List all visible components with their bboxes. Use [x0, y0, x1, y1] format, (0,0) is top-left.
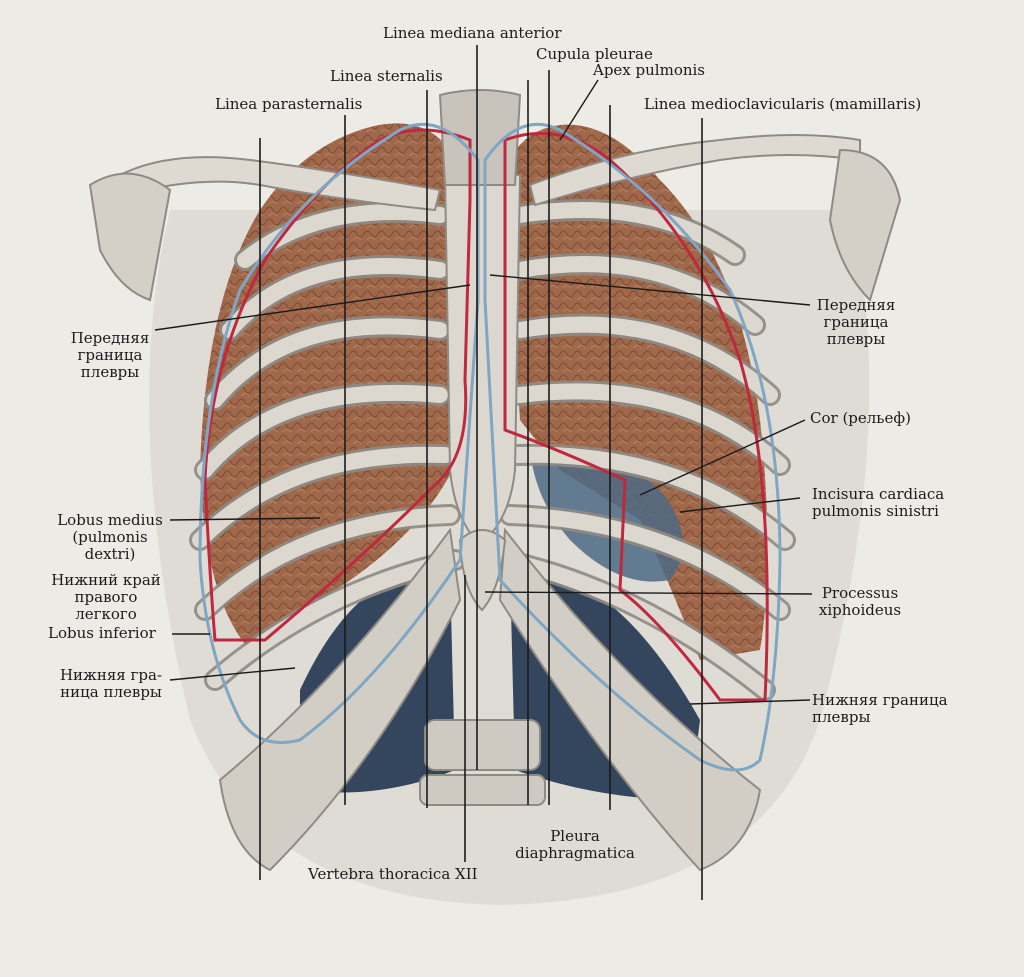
- label-line: правого: [74, 588, 138, 606]
- label-line: ница плевры: [60, 683, 162, 701]
- label-line: Нижний край: [51, 571, 161, 589]
- leader-processus: [484, 591, 813, 595]
- label-line: Нижняя граница: [812, 691, 948, 709]
- label-vertebra: Vertebra thoracica XII: [308, 865, 478, 883]
- reference-lines: [259, 45, 703, 900]
- leader-apex: [559, 79, 599, 141]
- label-line: Нижняя гра-: [59, 666, 163, 684]
- xiphoid: [458, 529, 507, 612]
- label-linea-parasternalis: Linea parasternalis: [215, 95, 363, 113]
- label-line: xiphoideus: [818, 601, 902, 619]
- label-line: pulmonis sinistri: [812, 502, 939, 520]
- vertebra-lower: [419, 774, 546, 806]
- label-perednyaya-left: Передняя граница плевры: [62, 330, 158, 381]
- leader-nizhnyaya-right: [689, 699, 811, 705]
- label-line: плевры: [826, 330, 886, 348]
- scapula-right: [88, 172, 172, 302]
- sternum: [443, 174, 522, 547]
- costal-arch-left: [498, 527, 762, 872]
- label-line: граница: [77, 346, 143, 364]
- pleura-border-blue-right: [198, 122, 480, 744]
- label-incisura: Incisura cardiaca pulmonis sinistri: [812, 486, 944, 520]
- leader-lobus-medius: [169, 517, 321, 521]
- leader-cor: [639, 419, 806, 496]
- clavicle-left: [528, 134, 861, 207]
- leader-perednyaya-left: [154, 284, 471, 331]
- label-line: граница: [823, 313, 889, 331]
- pleura-border-blue-left: [483, 122, 782, 772]
- label-line: плевры: [80, 363, 140, 381]
- label-line: Pleura: [550, 827, 600, 845]
- leader-incisura: [679, 497, 801, 513]
- leader-lines: [154, 79, 813, 705]
- label-nizhnyaya-left: Нижняя гра- ница плевры: [52, 667, 170, 701]
- label-line: diaphragmatica: [515, 844, 635, 862]
- label-line: dextri): [84, 545, 136, 563]
- label-nizhniy-kray: Нижний край правого легкого: [46, 572, 166, 623]
- vertebra-body: [424, 719, 541, 771]
- label-apex-pulmonis: Apex pulmonis: [593, 61, 706, 79]
- label-line: плевры: [812, 708, 871, 726]
- label-line: Lobus medius: [57, 511, 163, 529]
- label-line: (pulmonis: [72, 528, 148, 546]
- trachea: [438, 89, 522, 186]
- label-linea-medioclavicularis: Linea medioclavicularis (mamillaris): [644, 95, 922, 113]
- label-linea-sternalis: Linea sternalis: [330, 67, 443, 85]
- label-line: легкого: [75, 605, 137, 623]
- leader-perednyaya-right: [489, 274, 811, 306]
- costal-arch-right: [218, 527, 462, 872]
- label-nizhnyaya-right: Нижняя граница плевры: [812, 692, 948, 726]
- label-line: Processus: [821, 584, 899, 602]
- leader-nizhnyaya-left: [169, 667, 296, 681]
- pleura-border-red-right: [203, 128, 472, 642]
- label-line: Передняя: [816, 296, 896, 314]
- label-lobus-inferior: Lobus inferior: [48, 624, 156, 642]
- scapula-left: [828, 148, 902, 302]
- label-pleura-diaphragmatica: Pleura diaphragmatica: [505, 828, 645, 862]
- label-processus: Processus xiphoideus: [812, 585, 908, 619]
- label-perednyaya-right: Передняя граница плевры: [808, 297, 904, 348]
- label-cor: Cor (рельеф): [810, 409, 911, 427]
- label-line: Incisura cardiaca: [812, 485, 945, 503]
- label-line: Передняя: [70, 329, 150, 347]
- label-lobus-medius: Lobus medius (pulmonis dextri): [50, 512, 170, 563]
- label-linea-mediana-anterior: Linea mediana anterior: [383, 24, 562, 42]
- label-cupula-pleurae: Cupula pleurae: [536, 45, 653, 63]
